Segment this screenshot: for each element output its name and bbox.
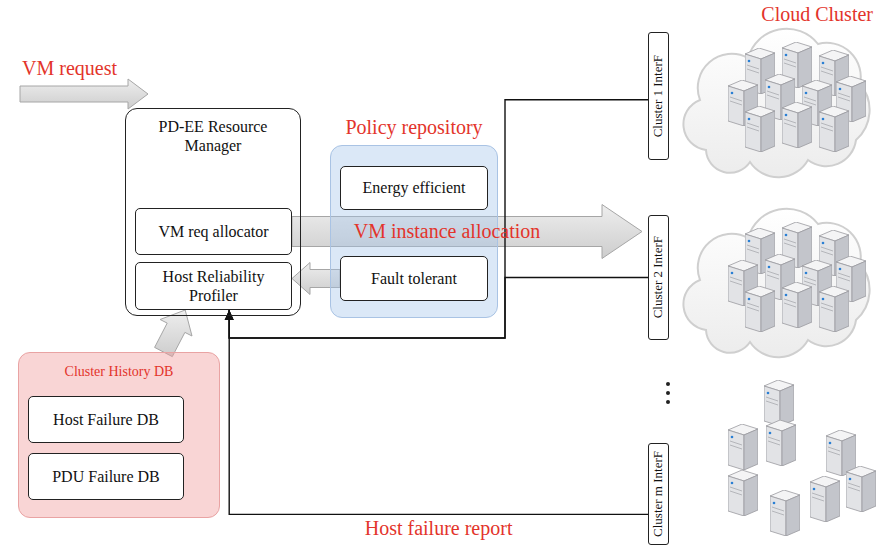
- server-icon: [728, 424, 758, 470]
- node-text: PD-EE Resource Manager: [134, 117, 292, 155]
- server-icon: [770, 490, 800, 536]
- server-icon: [826, 430, 856, 476]
- server-icon: [819, 286, 849, 332]
- text-group: Cluster m InterF: [651, 451, 666, 537]
- text-group: Policy repository: [311, 116, 517, 139]
- process-box: Host Reliability Profiler: [135, 262, 292, 310]
- server-icon: [764, 380, 794, 426]
- connector-line: [229, 100, 648, 338]
- node-text: Policy repository: [311, 116, 517, 139]
- dot: [666, 391, 670, 395]
- node-text: Cluster m InterF: [651, 451, 666, 537]
- interface-box: Cluster 1 InterF: [648, 32, 669, 160]
- server-icon: [819, 106, 849, 152]
- text-group: Energy efficient: [363, 178, 466, 197]
- connector: [225, 310, 648, 514]
- text-group: Cluster History DB: [19, 364, 219, 381]
- arrowhead: [225, 310, 234, 320]
- server-icon: [782, 282, 812, 328]
- text-group: Cluster 2 InterF: [651, 236, 666, 318]
- process-box: Energy efficient: [340, 166, 488, 210]
- dot: [666, 382, 670, 386]
- text-group: VM req allocator: [158, 222, 268, 241]
- interface-box: Cluster m InterF: [648, 443, 669, 545]
- annotation-label: VM request: [22, 57, 117, 80]
- node-text: Fault tolerant: [371, 269, 457, 288]
- server-icon: [745, 286, 775, 332]
- node-text: Host Reliability Profiler: [142, 267, 285, 305]
- text-group: Host Failure DB: [53, 410, 159, 429]
- server-group: [728, 42, 866, 152]
- process-box: Host Failure DB: [28, 396, 184, 443]
- node-text: Cluster History DB: [19, 364, 219, 381]
- dot: [666, 400, 670, 404]
- node-text: Cluster 1 InterF: [651, 55, 666, 137]
- server-icon: [766, 420, 796, 466]
- text-group: Fault tolerant: [371, 269, 457, 288]
- text-group: PD-EE Resource Manager: [134, 117, 292, 155]
- text-group: PDU Failure DB: [52, 467, 160, 486]
- block-arrow: [155, 310, 192, 357]
- interface-box: Cluster 2 InterF: [648, 215, 669, 340]
- text-group: Host Reliability Profiler: [142, 267, 285, 305]
- database-region: Cluster History DB Host Failure DB PDU Fai…: [18, 352, 220, 518]
- server-icon: [846, 466, 876, 512]
- server-icon: [782, 102, 812, 148]
- node-text: Cluster 2 InterF: [651, 236, 666, 318]
- connector: [155, 310, 192, 357]
- arrowhead: [225, 310, 234, 320]
- edge-label: Host failure report: [365, 517, 513, 540]
- node-text: Energy efficient: [363, 178, 466, 197]
- cloud-shape: [683, 29, 869, 178]
- node-text: VM req allocator: [158, 222, 268, 241]
- node-text: Host Failure DB: [53, 410, 159, 429]
- process-box: Fault tolerant: [340, 256, 488, 301]
- text-group: Cluster 1 InterF: [651, 55, 666, 137]
- annotation-label: Cloud Cluster: [761, 3, 873, 26]
- manager-box: PD-EE Resource Manager VM req allocatorHo…: [125, 108, 301, 316]
- server-group: [728, 380, 876, 536]
- server-icon: [728, 470, 758, 516]
- ellipsis-dots: [666, 382, 670, 404]
- edge-label: VM instance allocation: [354, 220, 541, 243]
- server-icon: [810, 476, 840, 522]
- server-icon: [745, 106, 775, 152]
- process-box: PDU Failure DB: [28, 453, 184, 500]
- cloud-shape: [683, 209, 869, 358]
- arrowhead: [225, 310, 234, 320]
- node-text: PDU Failure DB: [52, 467, 160, 486]
- process-box: VM req allocator: [135, 208, 292, 255]
- connector-line: [229, 310, 648, 514]
- request-arrow: [20, 79, 148, 109]
- server-group: [728, 222, 866, 332]
